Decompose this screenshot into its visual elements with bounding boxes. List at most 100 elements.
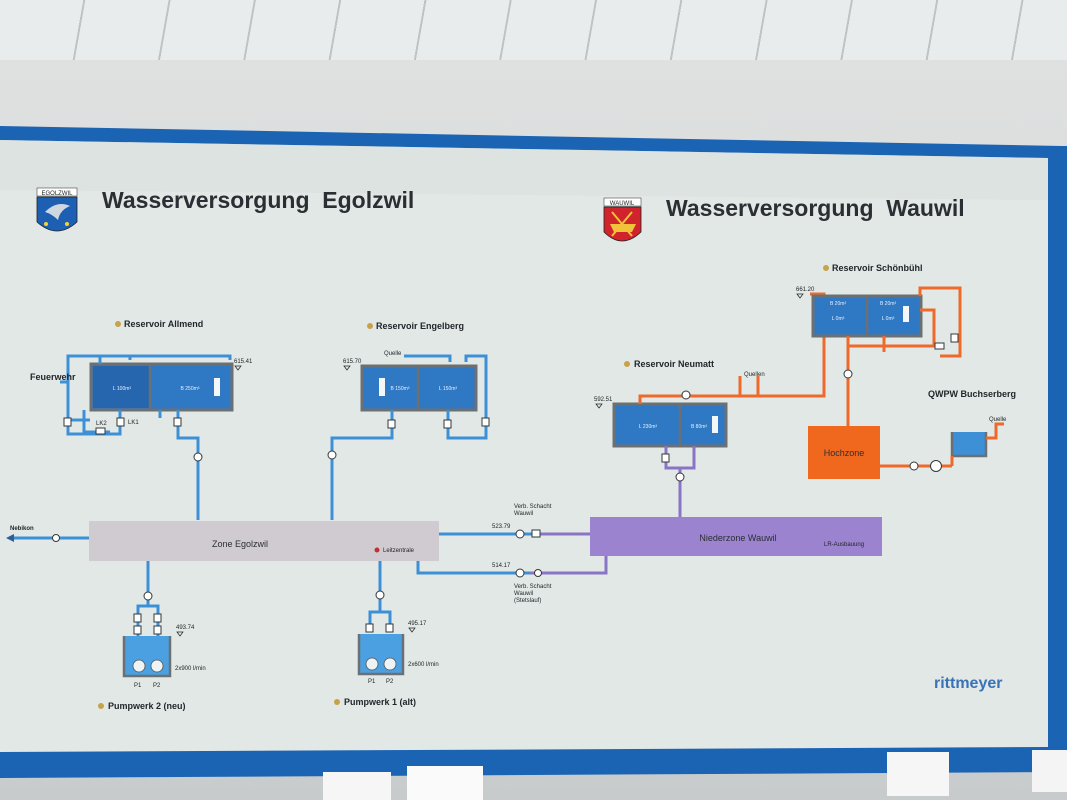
engelberg-name: Reservoir Engelberg (376, 321, 464, 331)
leitzentrale-label: Leitzentrale (383, 548, 415, 554)
pw1-name: Pumpwerk 1 (alt) (344, 697, 416, 707)
ceiling (0, 0, 1067, 70)
allmend-valve-2 (116, 417, 125, 427)
title-egolzwil: Wasserversorgung Egolzwil (102, 187, 414, 213)
schacht2-meter (515, 568, 525, 578)
allmend-valve-lk2 (95, 427, 106, 435)
allmend-valve-1 (63, 417, 72, 427)
zone-niederzone-wauwil-label: Niederzone Wauwil (699, 533, 776, 543)
pw2-valve-3 (133, 625, 142, 635)
schoenbuehl-level: 661.20 (796, 287, 815, 293)
allmend-tank: L 100m³ B 250m³ (89, 362, 234, 412)
brand-logo: rittmeyer (934, 675, 1002, 692)
neumatt-status-lamp (624, 361, 630, 367)
allmend-inlet-pipes (66, 354, 232, 436)
schacht1-valve (531, 529, 541, 538)
note-card-1 (323, 772, 391, 800)
neumatt-inlet-meter (681, 390, 691, 400)
allmend-lk2: LK2 (96, 421, 107, 427)
zone-hochzone (808, 426, 880, 479)
qwpw-basin (950, 432, 988, 458)
engelberg-valve-3 (481, 417, 490, 427)
neumatt-meter (675, 472, 685, 482)
board-panel (0, 140, 1048, 752)
schoenbuehl-pipes (846, 286, 962, 428)
engelberg-chamber-left: B 150m³ (391, 386, 410, 392)
allmend-side-label: Feuerwehr (30, 372, 76, 382)
pw1-meter (375, 590, 385, 600)
qwpw-pump (930, 460, 942, 472)
pw2-flow: 2x900 l/min (175, 666, 206, 672)
pw2-valve-2 (153, 613, 162, 623)
engelberg-status-lamp (367, 323, 373, 329)
schoenbuehl-meter (843, 369, 853, 379)
neumatt-level-marker (595, 403, 603, 409)
nebikon-arrow (6, 534, 14, 542)
pw2-p1: P1 (134, 683, 142, 689)
schoenbuehl-chamber-rb: L 0m³ (882, 316, 895, 322)
note-card-4 (1032, 750, 1067, 792)
schacht2-valve (534, 569, 542, 577)
schoenbuehl-level-marker (796, 293, 804, 299)
neumatt-inlet-pipes (638, 292, 826, 404)
title-wauwil: Wasserversorgung Wauwil (666, 195, 965, 221)
board-panel-shade (0, 140, 1048, 200)
schacht2-pipe-blue (416, 561, 530, 575)
schoenbuehl-chamber-lt: B 20m³ (830, 301, 846, 307)
allmend-chamber-left: L 100m³ (113, 386, 131, 392)
pw1-p1: P1 (368, 679, 376, 685)
pw1-level: 495.17 (408, 621, 427, 627)
zone-egolzwil-label: Zone Egolzwil (212, 539, 268, 549)
schoenbuehl-chamber-rt: B 20m³ (880, 301, 896, 307)
neumatt-valve (661, 453, 670, 463)
leitzentrale-lamp (374, 547, 380, 553)
neumatt-chamber-right: B 80m³ (691, 424, 707, 430)
schacht2-pipe-purple (530, 556, 608, 575)
pw1-p2: P2 (386, 679, 394, 685)
neumatt-chamber-left: L 230m³ (639, 424, 657, 430)
wauwil-crest-label: WAUWIL (610, 201, 635, 207)
allmend-name: Reservoir Allmend (124, 319, 203, 329)
zone-hochzone-label: Hochzone (824, 448, 865, 458)
wauwil-crest: WAUWIL (603, 197, 642, 242)
pw2-p2: P2 (153, 683, 161, 689)
schacht2-level: 514.17 (492, 563, 511, 569)
qwpw-name: QWPW Buchserberg (928, 389, 1016, 399)
pw1-basin (357, 634, 405, 676)
engelberg-tank: B 150m³ L 150m³ (360, 364, 478, 412)
allmend-level: 615.41 (234, 359, 253, 365)
allmend-status-lamp (115, 321, 121, 327)
note-card-3 (887, 752, 949, 796)
schoenbuehl-tank: B 20m³ B 20m³ L 0m³ L 0m³ (811, 294, 923, 338)
pw2-basin (122, 636, 172, 678)
pw2-valve-1 (133, 613, 142, 623)
pw2-level-marker (176, 631, 184, 637)
pw1-valve-1 (365, 623, 374, 633)
egolzwil-crest-label: EGOLZWIL (41, 191, 73, 197)
engelberg-source: Quelle (384, 351, 402, 357)
allmend-outlet-pipes (82, 410, 200, 520)
zone-niederzone-wauwil (590, 517, 882, 556)
pw2-status-lamp (98, 703, 104, 709)
engelberg-valve-1 (387, 419, 396, 429)
allmend-lk1: LK1 (128, 420, 139, 426)
neumatt-level: 592.51 (594, 397, 613, 403)
nebikon-valve (52, 534, 60, 542)
allmend-meter (193, 452, 203, 462)
egolzwil-crest: EGOLZWIL (36, 187, 78, 232)
note-card-2 (407, 766, 483, 800)
engelberg-level: 615.70 (343, 359, 362, 365)
zone-egolzwil (89, 521, 439, 561)
pw1-flow: 2x600 l/min (408, 662, 439, 668)
pw1-valve-2 (385, 623, 394, 633)
pw1-level-marker (408, 627, 416, 633)
engelberg-valve-2 (443, 419, 452, 429)
pw2-level: 493.74 (176, 625, 195, 631)
allmend-level-marker (234, 365, 242, 371)
nebikon-label: Nebikon (10, 526, 34, 532)
pw1-status-lamp (334, 699, 340, 705)
schoenbuehl-valve-1 (950, 333, 959, 343)
